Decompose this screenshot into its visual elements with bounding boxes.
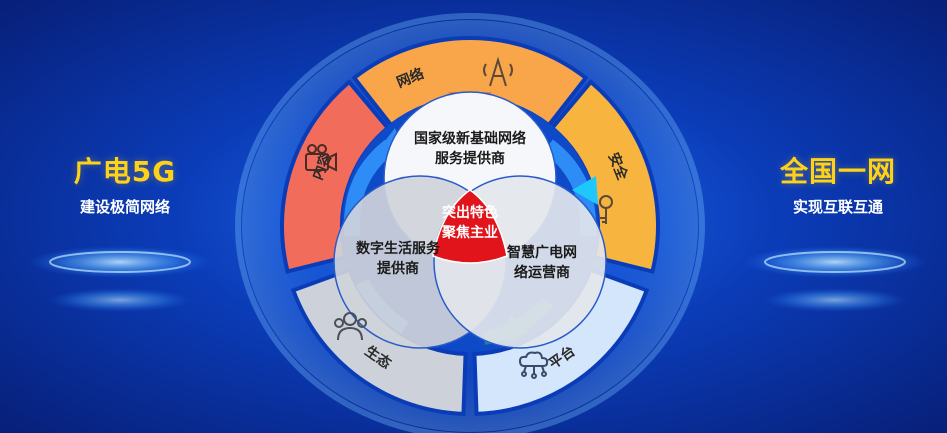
venn-diagram xyxy=(333,91,607,349)
cloud-network-icon xyxy=(518,351,549,379)
arrow-right-down-head xyxy=(572,176,598,205)
right-panel-subtitle: 实现互联互通 xyxy=(792,198,883,216)
left-pedestal xyxy=(28,246,212,312)
right-pedestal xyxy=(743,246,927,312)
background-glow-ring xyxy=(235,13,705,433)
right-panel: 全国一网 实现互联互通 xyxy=(738,150,938,217)
left-panel: 广电5G 建设极简网络 xyxy=(25,150,225,217)
key-icon xyxy=(599,195,613,224)
venn-left-text: 数字生活服务提供商 xyxy=(356,240,441,277)
video-camera-icon xyxy=(305,144,337,172)
venn-center-triangle xyxy=(432,189,508,264)
venn-center-text: 突出特色聚焦主业 xyxy=(441,204,498,241)
right-panel-title: 全国一网 xyxy=(779,155,896,188)
antenna-tower-icon xyxy=(483,56,513,87)
left-panel-title: 广电5G xyxy=(73,155,177,188)
people-icon xyxy=(334,312,367,341)
venn-right-text: 智慧广电网络运营商 xyxy=(506,244,577,281)
venn-top-text: 国家级新基础网络服务提供商 xyxy=(414,130,526,167)
left-panel-subtitle: 建设极简网络 xyxy=(79,198,170,216)
